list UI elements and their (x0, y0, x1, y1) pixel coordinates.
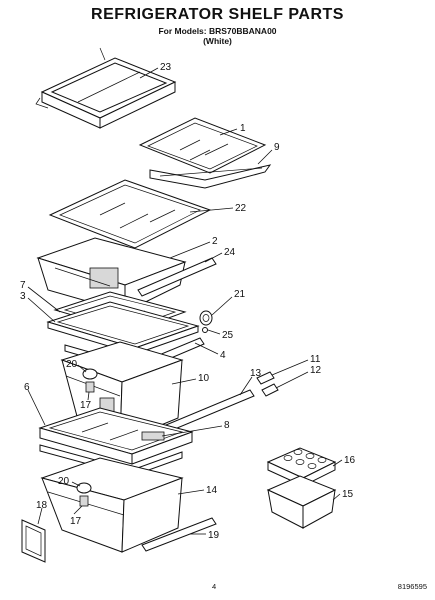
color-variant: (White) (203, 36, 232, 46)
part-22-glass-shelf[interactable] (48, 179, 212, 249)
models-line: For Models: BRS70BBANA00 (158, 26, 277, 36)
callout-20-lower: 20 (58, 476, 70, 487)
part-11-bracket[interactable] (256, 371, 275, 385)
part-19-rod[interactable] (141, 517, 217, 552)
callout-21: 21 (234, 289, 246, 300)
callout-13: 13 (250, 368, 262, 379)
callout-17-upper: 17 (80, 400, 92, 411)
callout-12: 12 (310, 365, 322, 376)
part-9-shelf-trim[interactable] (149, 164, 272, 189)
document-number: 8196595 (397, 582, 427, 591)
page-title: REFRIGERATOR SHELF PARTS (91, 6, 344, 23)
callout-6: 6 (24, 382, 30, 393)
callout-19: 19 (208, 530, 220, 541)
part-15-dairy-bin[interactable] (266, 475, 337, 529)
callout-20-upper: 20 (66, 359, 78, 370)
callout-23: 23 (160, 62, 172, 73)
callout-16: 16 (344, 455, 356, 466)
callout-1: 1 (240, 123, 246, 134)
part-3-crisper-cover-frame[interactable] (46, 301, 200, 355)
callout-labels: 23 1 9 22 2 24 7 3 21 25 4 20 17 10 13 1… (20, 62, 356, 541)
callout-7: 7 (20, 280, 26, 291)
callout-2: 2 (212, 236, 218, 247)
callout-8: 8 (224, 420, 230, 431)
part-24-rod[interactable] (137, 257, 217, 297)
part-8-crisper-cover-frame[interactable] (39, 427, 193, 465)
callout-11: 11 (310, 354, 321, 365)
part-1-glass-shelf[interactable] (138, 117, 267, 174)
callout-25: 25 (222, 330, 234, 341)
part-17-slide-upper[interactable] (85, 381, 95, 393)
page-number: 4 (212, 582, 217, 591)
part-20-humidity-control-upper[interactable] (82, 368, 98, 380)
callout-4: 4 (220, 350, 226, 361)
part-14-crisper-pan[interactable] (40, 457, 184, 553)
callout-14: 14 (206, 485, 218, 496)
leader-lines (27, 67, 343, 535)
callout-22: 22 (235, 203, 247, 214)
callout-24: 24 (224, 247, 236, 258)
callout-10: 10 (198, 373, 210, 384)
part-23-shelf-frame[interactable] (35, 47, 177, 129)
part-20-humidity-control-lower[interactable] (76, 482, 92, 494)
part-25-grommet[interactable] (202, 327, 208, 333)
part-18-label-plate[interactable] (21, 519, 46, 563)
callout-3: 3 (20, 291, 26, 302)
callout-18: 18 (36, 500, 48, 511)
part-12-bracket[interactable] (261, 383, 279, 397)
part-21-control-knob[interactable] (199, 310, 213, 326)
callout-9: 9 (274, 142, 280, 153)
part-17-slide-lower[interactable] (79, 495, 89, 507)
callout-15: 15 (342, 489, 354, 500)
callout-17-lower: 17 (70, 516, 82, 527)
